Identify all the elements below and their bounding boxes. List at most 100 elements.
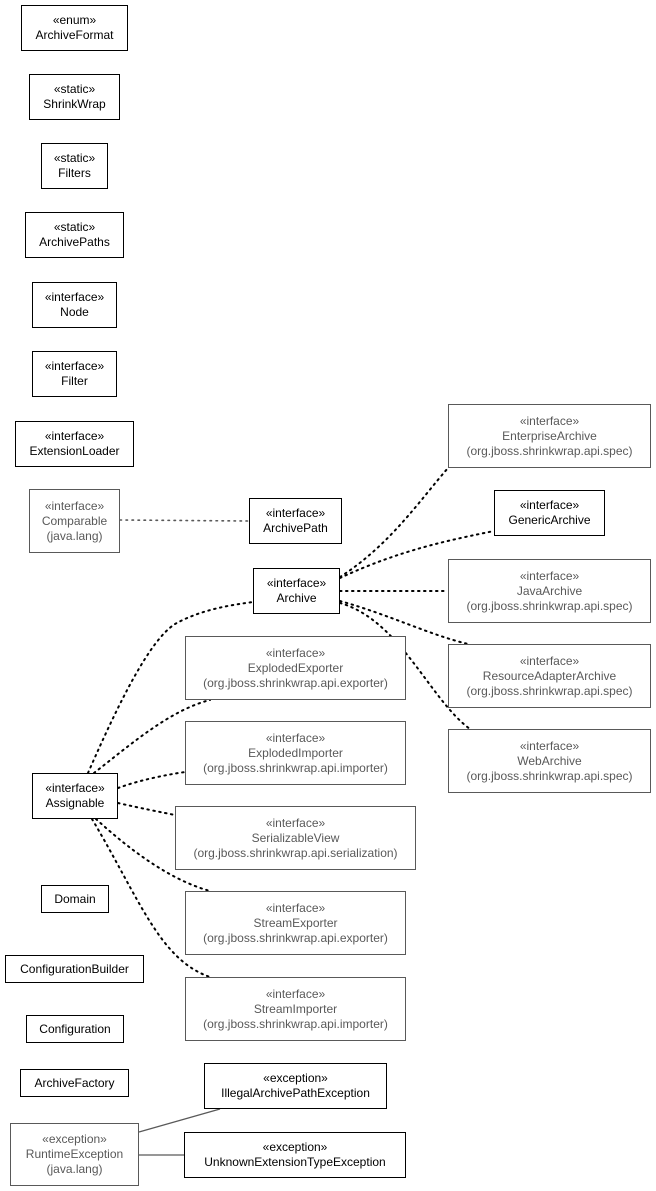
node-serializable-view-name: SerializableView: [251, 830, 340, 845]
node-runtime-exception-stereotype: «exception»: [42, 1132, 107, 1146]
node-stream-exporter[interactable]: «interface» StreamExporter (org.jboss.sh…: [185, 891, 406, 955]
node-assignable-stereotype: «interface»: [45, 781, 105, 795]
node-stream-importer[interactable]: «interface» StreamImporter (org.jboss.sh…: [185, 977, 406, 1041]
node-serializable-view-stereotype: «interface»: [265, 815, 326, 830]
edge-archive-to-genericarchive: [339, 530, 495, 579]
node-configuration[interactable]: Configuration: [26, 1015, 124, 1043]
node-archive-format-stereotype: «enum»: [52, 13, 97, 27]
node-archive-path[interactable]: «interface» ArchivePath: [249, 498, 342, 544]
node-illegal-archive-path-exception[interactable]: «exception» IllegalArchivePathException: [204, 1063, 387, 1109]
node-runtime-exception-package: (java.lang): [46, 1162, 103, 1176]
node-exploded-exporter-package: (org.jboss.shrinkwrap.api.exporter): [203, 675, 388, 690]
node-java-archive-name: JavaArchive: [516, 583, 583, 598]
node-archive[interactable]: «interface» Archive: [253, 568, 340, 614]
node-resource-adapter-archive-name: ResourceAdapterArchive: [482, 668, 617, 683]
node-archive-paths[interactable]: «static» ArchivePaths: [25, 212, 124, 258]
node-archive-factory[interactable]: ArchiveFactory: [20, 1069, 129, 1097]
node-enterprise-archive-stereotype: «interface»: [519, 413, 580, 428]
node-serializable-view[interactable]: «interface» SerializableView (org.jboss.…: [175, 806, 416, 870]
node-enterprise-archive-name: EnterpriseArchive: [502, 428, 597, 443]
node-exploded-importer[interactable]: «interface» ExplodedImporter (org.jboss.…: [185, 721, 406, 785]
node-filter[interactable]: «interface» Filter: [32, 351, 117, 397]
node-shrinkwrap[interactable]: «static» ShrinkWrap: [29, 74, 120, 120]
edge-archive-to-enterprisearchive: [339, 467, 449, 578]
node-runtime-exception-name: RuntimeException: [25, 1147, 124, 1161]
node-java-archive-package: (org.jboss.shrinkwrap.api.spec): [466, 598, 633, 613]
node-web-archive-stereotype: «interface»: [519, 738, 580, 753]
node-exploded-exporter[interactable]: «interface» ExplodedExporter (org.jboss.…: [185, 636, 406, 700]
node-configuration-builder-name: ConfigurationBuilder: [20, 961, 129, 976]
node-enterprise-archive-package: (org.jboss.shrinkwrap.api.spec): [466, 443, 633, 458]
node-stream-importer-stereotype: «interface»: [265, 986, 326, 1001]
node-comparable-stereotype: «interface»: [44, 498, 105, 513]
edge-archive-to-resourceadapterarchive: [339, 600, 469, 645]
node-stream-importer-name: StreamImporter: [253, 1001, 338, 1016]
edge-runtimeexception-to-illegalarchivepathexception: [138, 1108, 221, 1133]
node-shrinkwrap-stereotype: «static»: [53, 82, 96, 96]
node-unknown-extension-type-exception-stereotype: «exception»: [262, 1140, 328, 1154]
node-archive-path-name: ArchivePath: [263, 521, 328, 535]
node-filters[interactable]: «static» Filters: [41, 143, 108, 189]
node-configuration-builder[interactable]: ConfigurationBuilder: [5, 955, 144, 983]
edge-assignable-to-serializableview: [117, 802, 176, 816]
node-comparable-package: (java.lang): [46, 528, 103, 543]
node-node-name: Node: [60, 305, 89, 319]
node-exploded-exporter-stereotype: «interface»: [265, 645, 326, 660]
node-archive-name: Archive: [276, 591, 317, 605]
edge-assignable-to-streamexporter: [95, 818, 211, 892]
node-filter-stereotype: «interface»: [44, 359, 105, 373]
node-node[interactable]: «interface» Node: [32, 282, 117, 328]
node-comparable[interactable]: «interface» Comparable (java.lang): [29, 489, 120, 553]
node-illegal-archive-path-exception-name: IllegalArchivePathException: [221, 1086, 370, 1100]
node-stream-importer-package: (org.jboss.shrinkwrap.api.importer): [203, 1016, 388, 1031]
node-extension-loader-stereotype: «interface»: [44, 429, 105, 443]
node-filter-name: Filter: [61, 374, 88, 388]
node-resource-adapter-archive-package: (org.jboss.shrinkwrap.api.spec): [466, 683, 633, 698]
node-stream-exporter-name: StreamExporter: [253, 915, 338, 930]
node-archive-factory-name: ArchiveFactory: [34, 1075, 115, 1090]
node-enterprise-archive[interactable]: «interface» EnterpriseArchive (org.jboss…: [448, 404, 651, 468]
node-stream-exporter-package: (org.jboss.shrinkwrap.api.exporter): [203, 930, 388, 945]
node-shrinkwrap-name: ShrinkWrap: [43, 97, 106, 111]
node-extension-loader[interactable]: «interface» ExtensionLoader: [15, 421, 134, 467]
node-exploded-exporter-name: ExplodedExporter: [247, 660, 344, 675]
node-archive-path-stereotype: «interface»: [265, 506, 326, 520]
node-filters-name: Filters: [58, 166, 91, 180]
node-exploded-importer-name: ExplodedImporter: [248, 745, 343, 760]
node-web-archive-name: WebArchive: [517, 753, 582, 768]
node-comparable-name: Comparable: [41, 513, 108, 528]
node-runtime-exception[interactable]: «exception» RuntimeException (java.lang): [10, 1123, 139, 1186]
node-archive-paths-name: ArchivePaths: [39, 235, 110, 249]
node-domain-name: Domain: [54, 891, 96, 906]
node-java-archive[interactable]: «interface» JavaArchive (org.jboss.shrin…: [448, 559, 651, 623]
node-web-archive-package: (org.jboss.shrinkwrap.api.spec): [466, 768, 633, 783]
node-java-archive-stereotype: «interface»: [519, 568, 580, 583]
node-generic-archive-name: GenericArchive: [508, 513, 591, 527]
node-assignable-name: Assignable: [45, 796, 105, 810]
node-resource-adapter-archive-stereotype: «interface»: [519, 653, 580, 668]
node-resource-adapter-archive[interactable]: «interface» ResourceAdapterArchive (org.…: [448, 644, 651, 708]
node-archive-format-name: ArchiveFormat: [35, 28, 114, 42]
node-filters-stereotype: «static»: [53, 151, 96, 165]
node-unknown-extension-type-exception[interactable]: «exception» UnknownExtensionTypeExceptio…: [184, 1132, 406, 1178]
edge-comparable-to-archivepath: [119, 519, 250, 522]
node-assignable[interactable]: «interface» Assignable: [32, 773, 118, 819]
node-archive-paths-stereotype: «static»: [53, 220, 96, 234]
node-serializable-view-package: (org.jboss.shrinkwrap.api.serialization): [193, 845, 398, 860]
node-exploded-importer-stereotype: «interface»: [265, 730, 326, 745]
node-domain[interactable]: Domain: [41, 885, 109, 913]
node-generic-archive-stereotype: «interface»: [519, 498, 580, 512]
node-archive-format[interactable]: «enum» ArchiveFormat: [21, 5, 128, 51]
node-extension-loader-name: ExtensionLoader: [29, 444, 120, 458]
node-illegal-archive-path-exception-stereotype: «exception»: [263, 1071, 328, 1085]
edge-assignable-to-explodedimporter: [117, 771, 186, 789]
node-node-stereotype: «interface»: [44, 290, 105, 304]
node-archive-stereotype: «interface»: [266, 576, 327, 590]
edge-assignable-to-explodedexporter: [93, 699, 211, 774]
node-unknown-extension-type-exception-name: UnknownExtensionTypeException: [204, 1155, 386, 1169]
node-exploded-importer-package: (org.jboss.shrinkwrap.api.importer): [203, 760, 388, 775]
node-web-archive[interactable]: «interface» WebArchive (org.jboss.shrink…: [448, 729, 651, 793]
edge-assignable-to-streamimporter: [91, 818, 211, 978]
node-generic-archive[interactable]: «interface» GenericArchive: [494, 490, 605, 536]
